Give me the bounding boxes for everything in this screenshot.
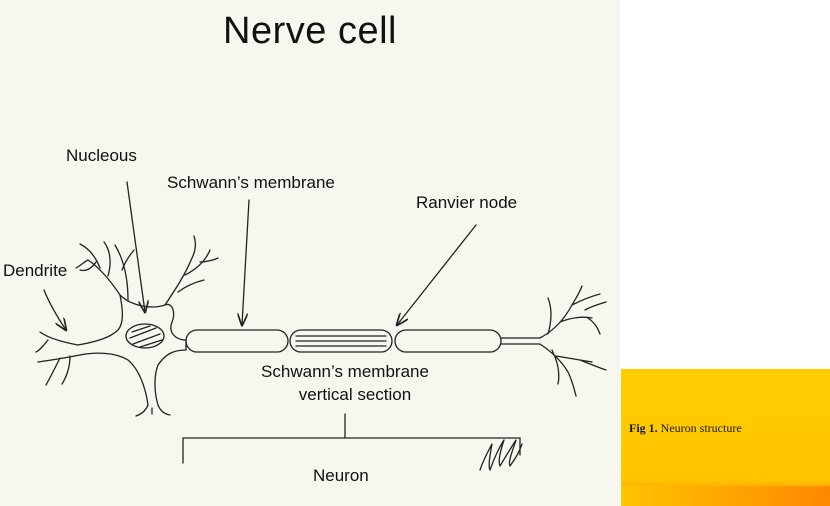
dendrite-left (35, 331, 81, 386)
arrow-schwann (242, 199, 250, 325)
dendrite-upper (75, 241, 121, 296)
label-dendrite: Dendrite (3, 261, 68, 280)
caption-accent-strip (621, 486, 830, 506)
label-schwann-vertical-line1: Schwann’s membrane (261, 362, 429, 381)
axon-core (500, 337, 541, 345)
label-schwann-vertical-line2: vertical section (298, 385, 412, 404)
myelin-segment-1 (185, 329, 289, 353)
nerve-cell-drawing (35, 181, 607, 471)
dendrite-upper-right (164, 235, 219, 306)
arrow-nucleous (126, 181, 145, 312)
nucleus-hatching (129, 325, 163, 348)
arrow-ranvier (397, 224, 477, 325)
myelin-segment-3 (394, 329, 502, 353)
dendrite-bottom (135, 404, 171, 417)
nucleus (125, 323, 165, 349)
label-neuron: Neuron (313, 466, 369, 485)
figure-label: Fig 1. (629, 421, 658, 435)
neuron-bracket (182, 413, 521, 464)
caption-box: Fig 1. Neuron structure (621, 369, 830, 506)
myelin-segment-2 (289, 329, 393, 353)
label-schwann-membrane: Schwann’s membrane (167, 173, 335, 192)
figure-caption: Fig 1. Neuron structure (629, 421, 742, 436)
label-nucleous: Nucleous (66, 146, 137, 165)
dendrite-upper-2 (114, 244, 135, 301)
cell-body (77, 294, 187, 406)
diagram-title: Nerve cell (223, 10, 397, 52)
axon-terminals (539, 285, 607, 397)
diagram-panel: Nerve cell Nucleous Schwann’s membrane R… (0, 0, 620, 506)
arrow-dendrite (43, 289, 66, 330)
label-ranvier-node: Ranvier node (416, 193, 518, 212)
vertical-section-lines (295, 335, 387, 347)
figure-caption-text: Neuron structure (660, 421, 742, 435)
signature-scribble (479, 439, 523, 471)
